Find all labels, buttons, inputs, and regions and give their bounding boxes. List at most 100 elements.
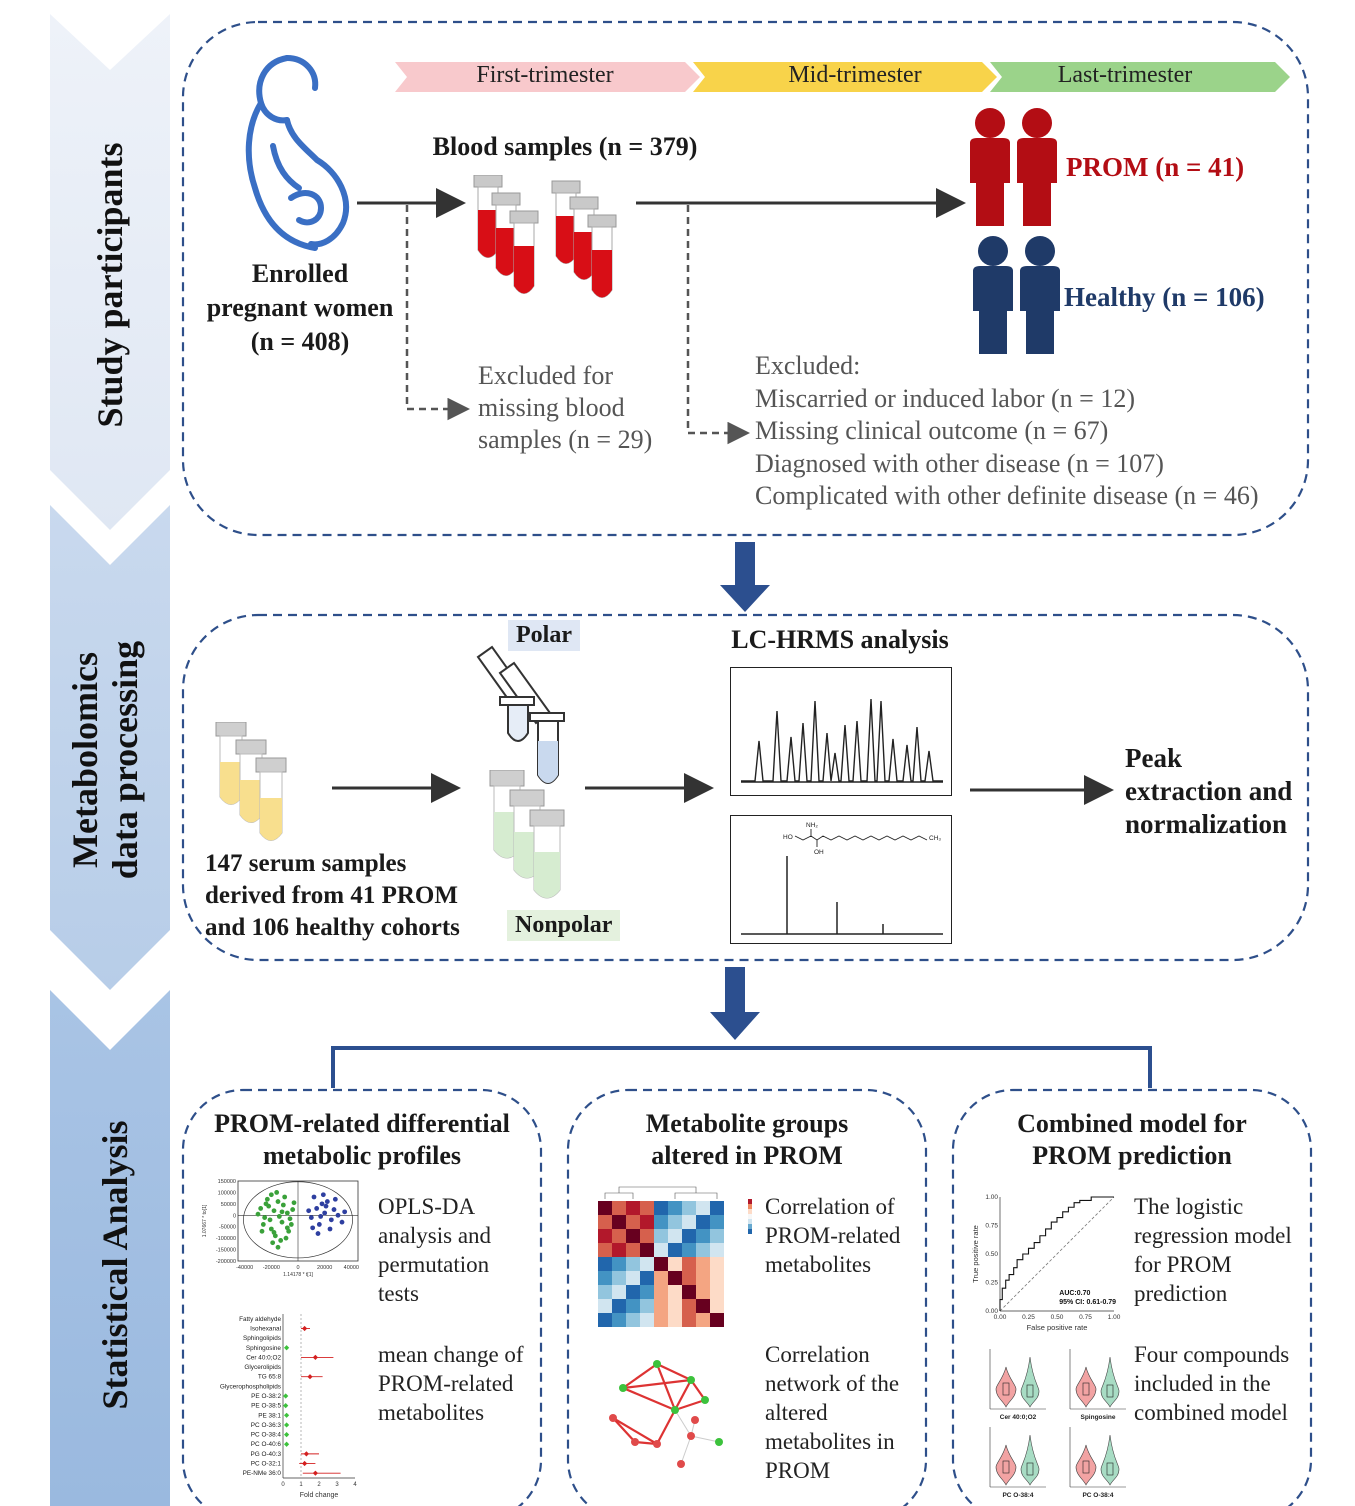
panel1-desc1-line: permutation — [378, 1252, 490, 1277]
heatmap-cell — [668, 1215, 682, 1229]
x-tick-label: 40000 — [344, 1265, 359, 1271]
timeline-label-first: First-trimester — [476, 62, 614, 88]
heatmap-cell — [696, 1243, 710, 1257]
scatter-point — [263, 1201, 269, 1207]
scatter-point — [332, 1196, 338, 1202]
heatmap-cell — [696, 1271, 710, 1285]
heatmap-cell — [682, 1313, 696, 1327]
scatter-point — [262, 1215, 268, 1220]
tube-6 — [587, 214, 617, 298]
scatter-point — [255, 1211, 261, 1217]
x-tick-label: 0.00 — [994, 1314, 1007, 1321]
color-scale-step — [748, 1209, 752, 1214]
panel2-desc2-line: metabolites in — [765, 1429, 895, 1454]
network-node — [671, 1406, 679, 1414]
enrolled-line2: pregnant women — [206, 293, 394, 322]
molecule-label-nh2: NH₂ — [806, 822, 818, 829]
heatmap-cell — [668, 1299, 682, 1313]
y-tick-label: 100000 — [218, 1190, 236, 1196]
heatmap-cell — [696, 1313, 710, 1327]
heatmap-cell — [598, 1313, 612, 1327]
heatmap-cell — [668, 1243, 682, 1257]
y-axis-label: 1.07667 * to[1] — [202, 1204, 208, 1237]
estimate-marker — [312, 1470, 318, 1476]
heatmap-cell — [640, 1215, 654, 1229]
prom-label: PROM (n = 41) — [1066, 152, 1245, 182]
y-tick-label: 0.75 — [985, 1223, 998, 1230]
violin-label: PC O-38:4 — [1082, 1492, 1113, 1499]
spectrum-frame: HO NH₂ OH CH₃ — [730, 815, 952, 944]
panel3-desc1-line: prediction — [1134, 1281, 1228, 1306]
violin-box — [1082, 1382, 1090, 1396]
box-panel-2 — [566, 1088, 928, 1506]
violin-shape — [1100, 1356, 1120, 1408]
serum-line3: and 106 healthy cohorts — [205, 914, 460, 941]
estimate-marker — [284, 1431, 290, 1438]
violin-box — [1082, 1460, 1090, 1474]
color-scale-step — [748, 1199, 752, 1204]
scatter-point — [279, 1219, 285, 1225]
heatmap-cell — [612, 1243, 626, 1257]
excluded-list-item: Miscarried or induced labor (n = 12) — [755, 383, 1135, 413]
panel3-desc2-line: included in the — [1134, 1371, 1271, 1396]
scatter-point — [319, 1201, 325, 1207]
auc-annotation: AUC:0.70 — [1059, 1290, 1090, 1297]
violin-shape — [995, 1444, 1017, 1486]
estimate-marker — [302, 1460, 308, 1467]
scatter-point — [291, 1200, 297, 1206]
x-tick-label: 1 — [299, 1482, 303, 1488]
panel2-desc2-line: network of the — [765, 1371, 900, 1396]
heatmap-cell — [696, 1285, 710, 1299]
network-node — [609, 1414, 617, 1422]
category-label: PG O-40:3 — [250, 1451, 281, 1458]
heatmap-cell — [654, 1215, 668, 1229]
heatmap-cell — [668, 1229, 682, 1243]
excluded-missing-text: Excluded for missing blood samples (n = … — [478, 360, 652, 456]
category-label: PE-NMe 36:0 — [243, 1470, 282, 1477]
violin-box — [1106, 1462, 1114, 1476]
scatter-point — [287, 1216, 293, 1222]
x-tick-label: 0.50 — [1051, 1314, 1064, 1321]
scatter-point — [322, 1210, 328, 1216]
peak-line2: extraction and — [1125, 776, 1293, 806]
box-metabolomics — [181, 613, 1310, 962]
forest-plot: Fatty aldehydeIsohexanalSphingolipidsSph… — [220, 1314, 357, 1499]
heatmap-cell — [598, 1229, 612, 1243]
scatter-point — [320, 1192, 326, 1198]
heatmap-cell — [710, 1257, 724, 1271]
estimate-marker — [284, 1412, 290, 1418]
heatmap-cell — [710, 1313, 724, 1327]
panel3-desc1-line: The logistic — [1134, 1194, 1244, 1219]
violin-shape — [1100, 1434, 1120, 1486]
network-node — [715, 1438, 723, 1446]
violin-shape — [1020, 1434, 1040, 1486]
panel3-title-line2: PROM prediction — [1032, 1141, 1232, 1170]
panel2-title-line2: altered in PROM — [651, 1141, 843, 1170]
down-arrow-2 — [710, 967, 760, 1040]
y-tick-label: 0.25 — [985, 1280, 998, 1287]
timeline-label-last: Last-trimester — [1057, 62, 1193, 88]
arrow-excluded-2 — [686, 205, 750, 445]
serum-tube-3 — [255, 757, 287, 841]
category-label: PC O-40:6 — [251, 1441, 282, 1448]
category-label: Isohexanal — [250, 1325, 281, 1332]
heatmap-cell — [640, 1313, 654, 1327]
excluded-list-item: Missing clinical outcome (n = 67) — [755, 416, 1109, 445]
heatmap-cell — [696, 1215, 710, 1229]
scatter-point — [259, 1228, 265, 1234]
y-axis-label: True positive rate — [971, 1225, 980, 1283]
blood-tube-icon — [473, 175, 617, 298]
panel3-desc1: The logistic regression model for PROM p… — [1134, 1192, 1292, 1308]
category-label: Sphingosine — [246, 1345, 282, 1352]
heatmap-cell — [612, 1229, 626, 1243]
scatter-point — [275, 1244, 281, 1250]
confidence-ellipse — [243, 1181, 353, 1259]
estimate-marker — [312, 1354, 318, 1361]
heatmap-cell — [710, 1285, 724, 1299]
scatter-point — [315, 1231, 321, 1236]
scatter-point — [288, 1222, 294, 1227]
panel1-desc2-line: mean change of — [378, 1342, 524, 1367]
violin-box — [1002, 1382, 1010, 1396]
panel3-desc1-line: regression model — [1134, 1223, 1292, 1248]
